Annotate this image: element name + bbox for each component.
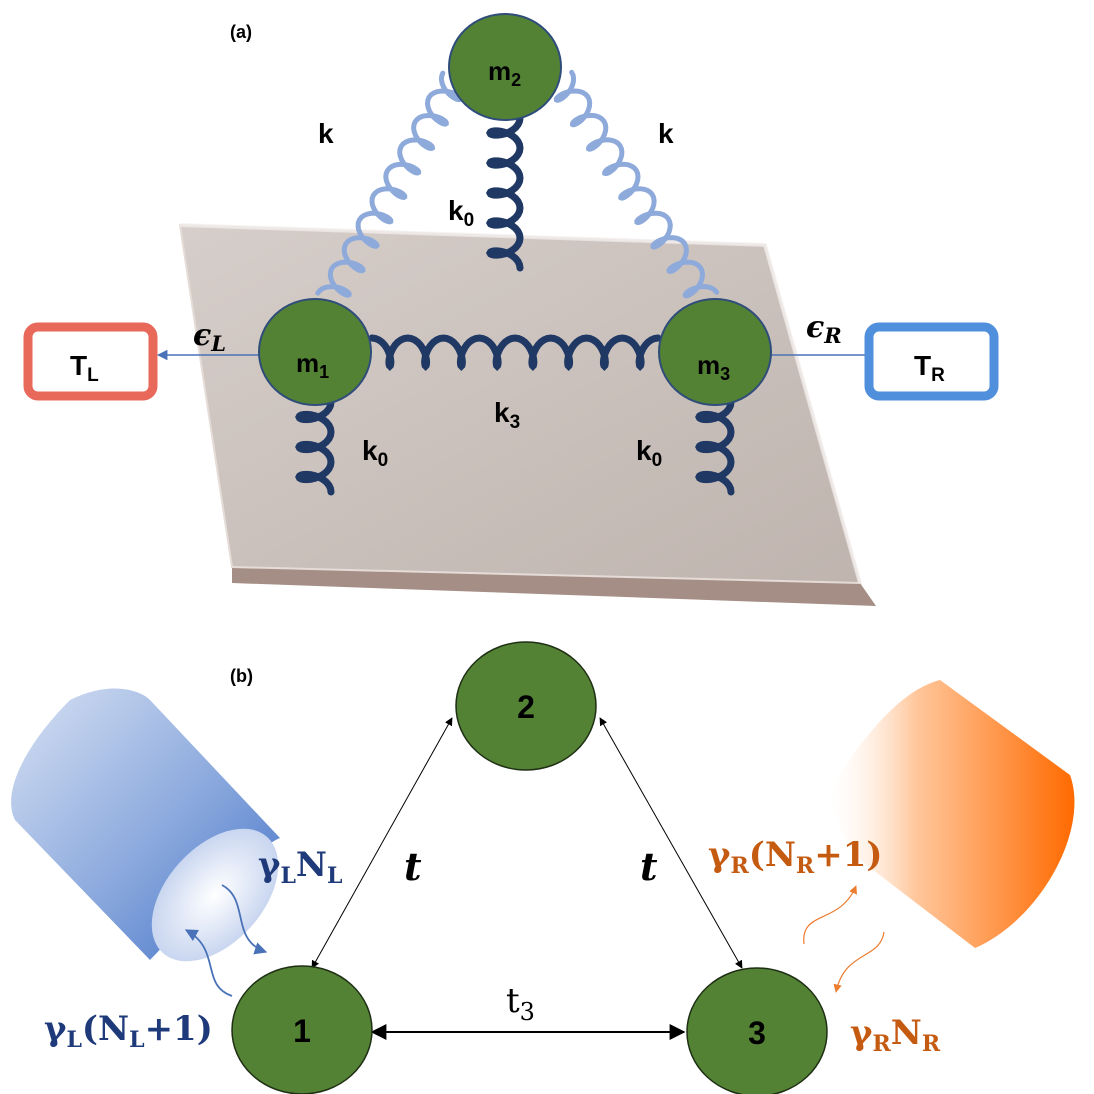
site-2: 2 <box>455 641 597 771</box>
left-reservoir: TL <box>23 322 158 401</box>
coupling-right-label: ϵR <box>806 310 842 348</box>
spring-k0-top-label: k0 <box>448 195 474 231</box>
right-reservoir: TR <box>864 322 999 401</box>
spring-k-left-label: k <box>318 118 334 149</box>
spring-k-right <box>553 69 720 299</box>
spring-k0-right-label: k0 <box>636 435 662 471</box>
mass-2: m2 <box>448 13 562 121</box>
site-3: 3 <box>686 967 828 1094</box>
reservoir-left-label: TL <box>70 350 99 386</box>
site-2-label: 2 <box>517 689 535 725</box>
spring-k0-left <box>295 398 335 496</box>
site-3-label: 3 <box>748 1015 766 1051</box>
spring-k0-right <box>695 398 735 496</box>
site-1-label: 1 <box>293 1013 311 1049</box>
hopping-arrow-1-2 <box>311 717 453 969</box>
spring-k0-left-label: k0 <box>362 435 388 471</box>
spring-k3 <box>368 334 662 371</box>
plate <box>178 223 876 606</box>
site-1: 1 <box>231 965 373 1094</box>
panel-b-label: (b) <box>230 666 253 686</box>
hopping-bottom-label: t3 <box>506 981 535 1026</box>
right-bath-out-rate: γR(NR+1) <box>708 835 882 879</box>
reservoir-right-label: TR <box>914 350 945 386</box>
spring-k3-label: k3 <box>494 397 520 433</box>
right-bath-in-arrow <box>833 931 885 993</box>
mass-2-label: m2 <box>488 56 521 90</box>
hopping-arrow-2-3 <box>599 717 743 969</box>
hopping-right-label: t <box>640 844 658 889</box>
hopping-left-label: t <box>404 844 422 889</box>
spring-k-right-label: k <box>658 118 674 149</box>
spring-k0-top <box>485 114 524 272</box>
left-bath-out-rate: γL(NL+1) <box>44 1009 213 1053</box>
left-bath <box>11 688 281 962</box>
left-bath-out-arrow <box>184 929 233 997</box>
mass-3-label: m3 <box>697 350 730 384</box>
right-bath-in-rate: γRNR <box>850 1013 941 1057</box>
spring-k-left <box>315 70 463 298</box>
panel-a-label: (a) <box>230 22 252 42</box>
coupling-left-label: ϵL <box>193 318 226 356</box>
springs-group <box>295 69 735 496</box>
mass-3: m3 <box>658 298 772 406</box>
right-bath <box>830 680 1075 948</box>
right-bath-out-arrow <box>803 885 858 945</box>
left-bath-in-arrow <box>221 884 268 955</box>
left-bath-in-rate: γLNL <box>258 845 342 889</box>
mass-1: m1 <box>258 298 372 406</box>
mass-1-label: m1 <box>296 348 329 382</box>
